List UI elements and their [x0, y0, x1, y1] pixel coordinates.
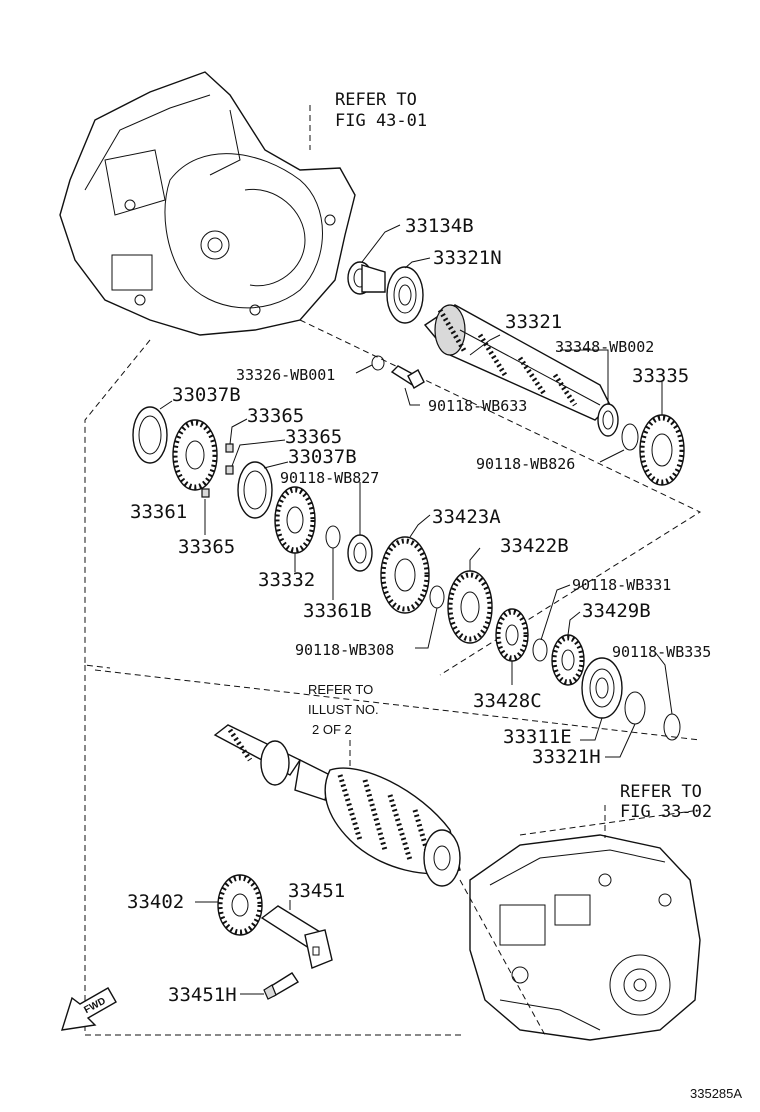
part-33365-key-c: [201, 488, 210, 498]
label-33451: 33451: [288, 880, 345, 902]
label-90118-WB331: 90118-WB331: [572, 576, 671, 594]
label-33037B-b: 33037B: [288, 446, 357, 468]
part-33451H-bolt: [263, 972, 299, 1000]
label-33326-WB001: 33326-WB001: [236, 366, 335, 384]
part-33365-key-a: [225, 443, 234, 453]
label-33428C: 33428C: [473, 690, 542, 712]
part-90118-WB335-clip: [663, 713, 681, 741]
part-33422B-gear: [447, 570, 493, 644]
part-90118-WB827-ring: [347, 534, 373, 572]
transmission-housing-lower: [469, 834, 701, 1041]
label-33422B: 33422B: [500, 535, 569, 557]
part-33361-gear: [172, 419, 218, 491]
label-33361: 33361: [130, 501, 187, 523]
ref-illust-line3: 2 OF 2: [312, 722, 352, 737]
part-33037B-synchro-ring-a: [132, 406, 168, 464]
label-33311E: 33311E: [503, 726, 572, 748]
label-33321H: 33321H: [532, 746, 601, 768]
part-33321H-ring: [624, 691, 646, 725]
part-33423A-gear: [380, 536, 430, 614]
part-33321-input-shaft: [423, 304, 611, 421]
label-33321: 33321: [505, 311, 562, 333]
label-33335: 33335: [632, 365, 689, 387]
part-33311E-bearing: [581, 657, 623, 719]
part-90118-WB308-clip: [429, 585, 445, 609]
label-33321N: 33321N: [433, 247, 502, 269]
part-90118-WB331-clip: [532, 638, 548, 662]
part-33451-shaft: [260, 905, 333, 969]
label-90118-WB335: 90118-WB335: [612, 643, 711, 661]
label-33429B: 33429B: [582, 600, 651, 622]
ref-fig-33-02-line2: FIG 33-02: [620, 802, 712, 822]
transmission-housing-upper: [59, 71, 356, 336]
label-33361B: 33361B: [303, 600, 372, 622]
part-33361B-clip: [325, 525, 341, 549]
label-33332: 33332: [258, 569, 315, 591]
part-33321N-bearing: [386, 266, 424, 324]
mainshaft-assembly: [213, 724, 461, 887]
part-90118-WB826-clip: [621, 423, 639, 451]
label-33402: 33402: [127, 891, 184, 913]
drawing-code: 335285A: [690, 1086, 742, 1101]
part-33348-WB002-ring: [597, 403, 619, 437]
ref-illust-line1: REFER TO: [308, 682, 373, 697]
ref-fig-43-01-line2: FIG 43-01: [335, 111, 427, 131]
label-33348-WB002: 33348-WB002: [555, 338, 654, 356]
ref-fig-43-01-line1: REFER TO: [335, 90, 417, 110]
label-90118-WB633: 90118-WB633: [428, 397, 527, 415]
fwd-arrow-icon: FWD: [60, 987, 117, 1031]
label-90118-WB826: 90118-WB826: [476, 455, 575, 473]
label-90118-WB827: 90118-WB827: [280, 469, 379, 487]
label-33365-b: 33365: [285, 426, 342, 448]
label-33365-a: 33365: [247, 405, 304, 427]
part-33134B-seal: [347, 261, 386, 295]
part-90118-WB633-bolt: [390, 365, 425, 389]
label-33134B: 33134B: [405, 215, 474, 237]
part-33326-WB001-washer: [371, 355, 385, 371]
label-33037B-a: 33037B: [172, 384, 241, 406]
ref-illust-line2: ILLUST NO.: [308, 702, 379, 717]
part-33429B-gear: [551, 634, 585, 686]
label-90118-WB308: 90118-WB308: [295, 641, 394, 659]
label-33451H: 33451H: [168, 984, 237, 1006]
assembly-boundary: [84, 319, 702, 1036]
ref-fig-33-02-line1: REFER TO: [620, 782, 702, 802]
part-33335-gear: [639, 414, 685, 486]
part-33332-gear: [274, 486, 316, 554]
label-33423A: 33423A: [432, 506, 501, 528]
part-33428C-gear: [495, 608, 529, 662]
part-33402-gear: [217, 874, 263, 936]
part-33037B-synchro-ring-b: [237, 461, 273, 519]
label-33365-c: 33365: [178, 536, 235, 558]
part-33365-key-b: [225, 465, 234, 475]
leader-lines: [159, 224, 673, 995]
